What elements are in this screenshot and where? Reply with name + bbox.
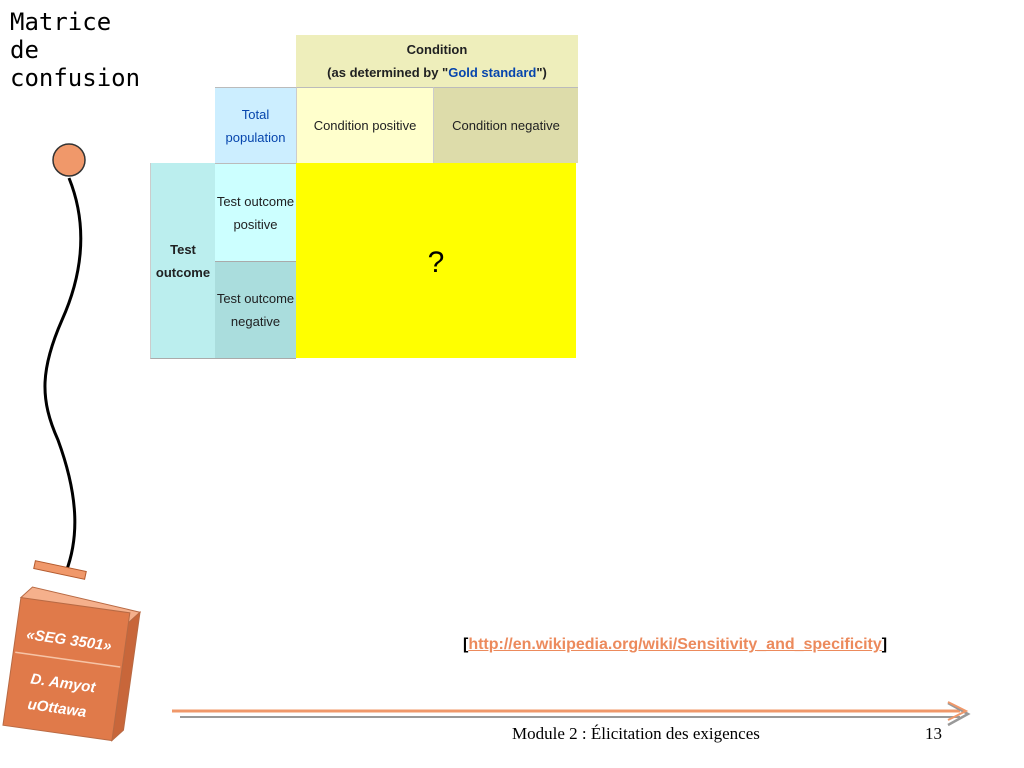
reference-link[interactable]: http://en.wikipedia.org/wiki/Sensitivity…	[468, 636, 882, 653]
pin-string	[43, 177, 83, 573]
total-population-cell[interactable]: Total population	[215, 87, 296, 163]
test-outcome-positive-cell: Test outcome positive	[215, 163, 296, 261]
condition-header-subtitle: (as determined by "Gold standard")	[327, 65, 547, 80]
test-outcome-negative-cell: Test outcome negative	[215, 261, 296, 359]
test-outcome-cell: Test outcome	[150, 163, 215, 359]
footer-module-title: Module 2 : Élicitation des exigences	[512, 724, 760, 743]
condition-negative-cell: Condition negative	[433, 87, 578, 163]
confusion-matrix: Condition (as determined by "Gold standa…	[150, 35, 578, 359]
badge-box-icon	[2, 586, 142, 742]
reference: [http://en.wikipedia.org/wiki/Sensitivit…	[463, 636, 888, 653]
question-mark: ?	[427, 246, 445, 279]
question-cell: ?	[296, 163, 576, 358]
title-line-1: Matrice	[10, 8, 112, 36]
condition-header: Condition (as determined by "Gold standa…	[296, 35, 578, 87]
pin-head-icon	[52, 143, 86, 177]
gold-standard-link[interactable]: Gold standard	[448, 65, 537, 80]
condition-header-title: Condition	[406, 42, 468, 57]
condition-positive-cell: Condition positive	[296, 87, 433, 163]
slide-title: Matrice de confusion	[10, 8, 160, 92]
title-line-2: de	[10, 36, 39, 64]
arrow-head-icon	[947, 701, 971, 727]
pin-base-icon	[33, 560, 87, 580]
footer-page-number: 13	[925, 724, 942, 743]
title-line-3: confusion	[10, 64, 141, 92]
